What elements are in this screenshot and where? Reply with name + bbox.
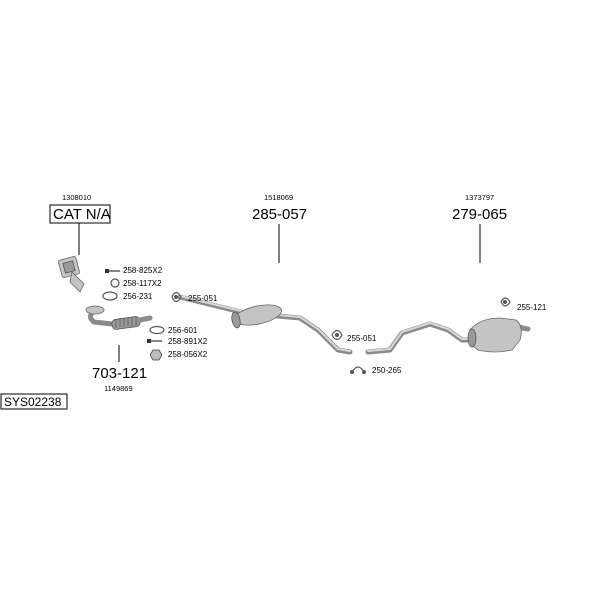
part-label: 258-117X2 — [123, 279, 162, 288]
cat-label-box — [49, 204, 111, 224]
part-label: 256-601 — [168, 326, 198, 335]
part-label: 258-891X2 — [168, 337, 208, 346]
part-label: 250-265 — [372, 366, 402, 375]
rear-muffler — [467, 317, 522, 353]
rubber-mount-icon — [500, 297, 511, 307]
part-number-cat: CAT N/A — [53, 206, 111, 223]
clamp-bracket-icon — [350, 366, 366, 374]
part-label: 255-051 — [188, 294, 218, 303]
part-number-rear: 279-065 — [452, 206, 507, 223]
clamp-icon-front — [171, 291, 182, 303]
part-label: 258-825X2 — [123, 266, 163, 275]
catalytic-converter — [58, 256, 85, 293]
gasket-icon — [102, 291, 118, 301]
stud-icon — [147, 339, 162, 343]
part-number-center: 285-057 — [252, 206, 307, 223]
clamp-icon-middle — [331, 329, 343, 341]
part-label: 258-056X2 — [168, 350, 208, 359]
group-code-rear: 1373797 — [465, 193, 494, 202]
exhaust-pipe-assembly — [177, 294, 531, 355]
system-code-box — [0, 393, 68, 410]
system-code: SYS02238 — [4, 395, 62, 409]
group-code-front-pipe: 1149869 — [104, 384, 133, 393]
part-label: 256-231 — [123, 292, 153, 301]
group-code-cat: 1308010 — [62, 193, 91, 202]
center-muffler — [231, 304, 282, 329]
part-label: 255-121 — [517, 303, 547, 312]
front-pipe — [85, 305, 153, 330]
nut-icon — [149, 349, 163, 361]
group-code-center: 1518069 — [264, 193, 293, 202]
washer-icon — [110, 278, 120, 288]
part-label: 255-051 — [347, 334, 377, 343]
ring-gasket-icon — [149, 325, 165, 335]
part-number-front-pipe: 703-121 — [92, 365, 147, 382]
bolt-icon — [105, 269, 120, 273]
